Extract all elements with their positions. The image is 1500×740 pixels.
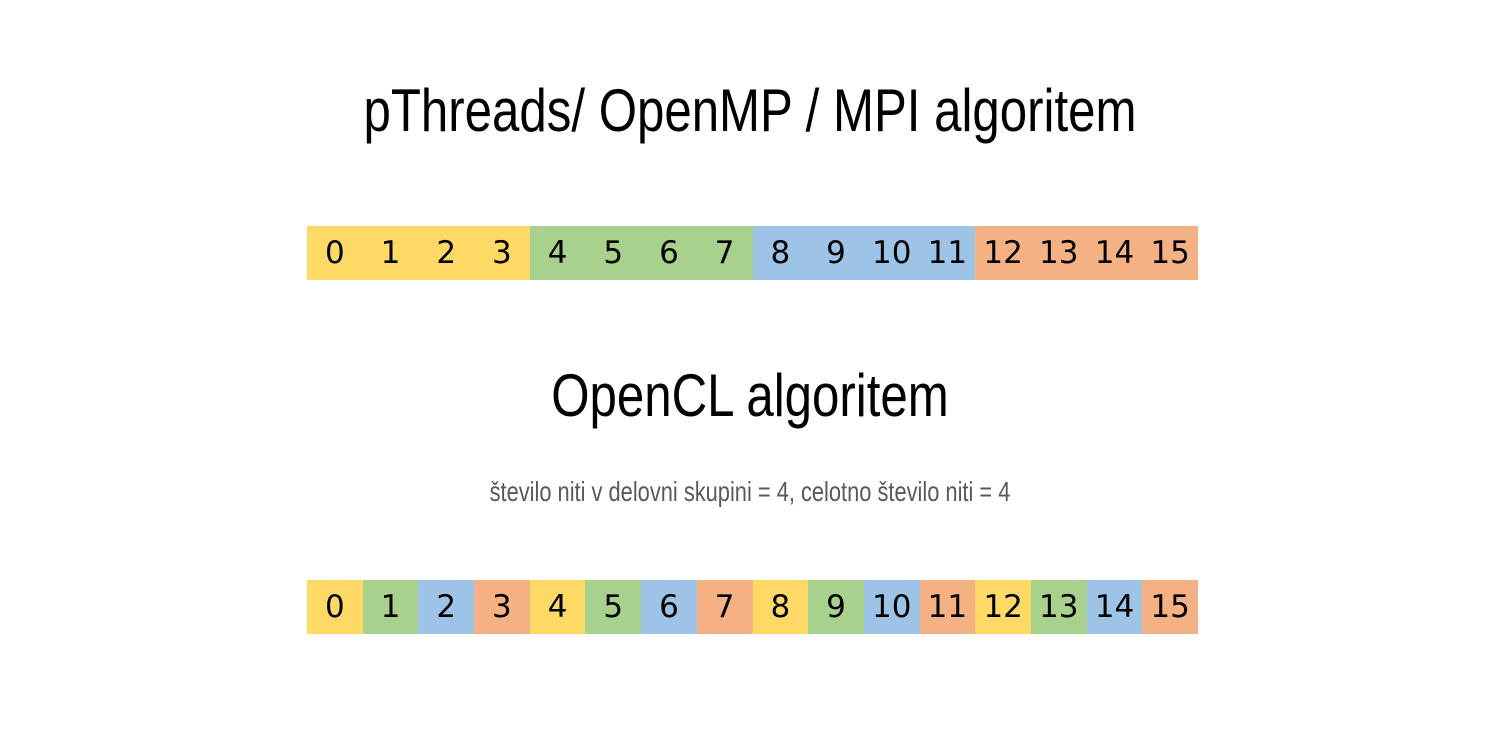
array-cell: 11 [919,580,976,634]
array-cell: 11 [919,226,976,280]
array-cell: 9 [808,580,864,634]
array-cell: 5 [585,580,642,634]
array-cell: 8 [752,226,809,280]
array-cell: 8 [752,580,809,634]
array-cell: 9 [808,226,864,280]
array-cell: 13 [1030,580,1087,634]
array-cell: 2 [418,580,475,634]
pthreads-openmp-mpi-title: pThreads/ OpenMP / MPI algoritem [363,77,1137,144]
array-cell: 12 [975,226,1031,280]
array-cell: 4 [529,580,586,634]
array-cell: 6 [641,580,697,634]
array-cell: 7 [696,580,753,634]
array-cell: 13 [1030,226,1087,280]
array-cell: 3 [474,226,530,280]
array-cell: 15 [1142,226,1198,280]
array-cell: 10 [863,580,920,634]
opencl-thread-count-note: število niti v delovni skupini = 4, celo… [489,476,1011,507]
opencl-title: OpenCL algoritem [551,362,949,429]
array-cell: 1 [362,580,419,634]
array-cell: 4 [529,226,586,280]
array-cell: 3 [474,580,530,634]
array-cell: 5 [585,226,642,280]
array-cell: 10 [863,226,920,280]
array-cell: 2 [418,226,475,280]
array-cell: 0 [307,226,363,280]
array-cell: 7 [696,226,753,280]
array-cell: 0 [307,580,363,634]
array-cell: 6 [641,226,697,280]
array-cell: 14 [1086,226,1143,280]
array-cell: 12 [975,580,1031,634]
array-cell: 1 [362,226,419,280]
array-cell: 14 [1086,580,1143,634]
array-cell: 15 [1142,580,1198,634]
